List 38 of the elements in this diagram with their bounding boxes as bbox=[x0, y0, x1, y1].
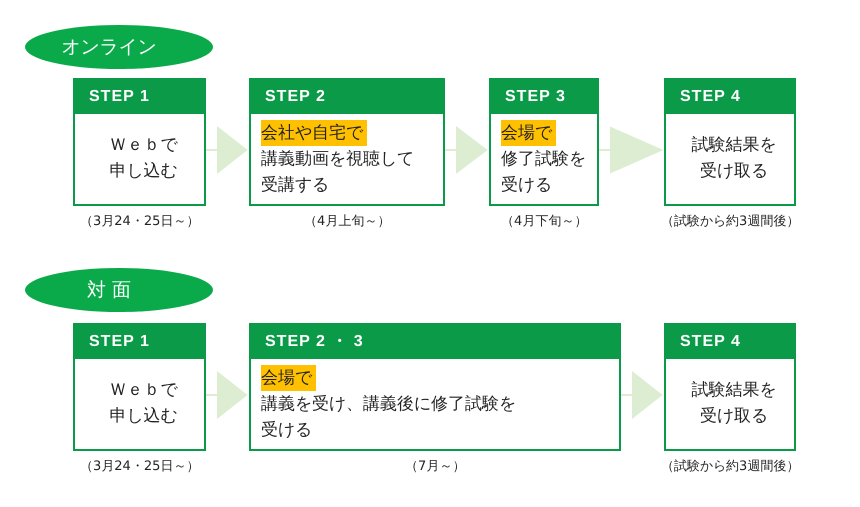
category-ellipse: オンライン bbox=[25, 25, 213, 69]
step-box bbox=[249, 78, 445, 206]
step-header: STEP 4 bbox=[666, 80, 794, 114]
highlighted-text: 会場で bbox=[261, 365, 316, 391]
highlighted-text: 会場で bbox=[501, 120, 556, 146]
step-box bbox=[73, 323, 206, 451]
chevron-arrow bbox=[205, 127, 248, 173]
chevron-arrow bbox=[620, 372, 663, 418]
date-note: （4月下旬～） bbox=[501, 213, 588, 230]
step-text: 試験結果を受け取る bbox=[690, 134, 778, 183]
step-header: STEP 1 bbox=[75, 325, 204, 359]
step-header: STEP 3 bbox=[491, 80, 597, 114]
step-text: 修了試験を受ける bbox=[501, 148, 587, 197]
step-header: STEP 4 bbox=[666, 325, 794, 359]
step-box bbox=[249, 323, 621, 451]
step-header: STEP 2 bbox=[251, 80, 443, 114]
step-text: Ｗｅｂで申し込む bbox=[108, 379, 179, 428]
highlighted-text: 会社や自宅で bbox=[261, 120, 367, 146]
step-text: 講義を受け、講義後に修了試験を受ける bbox=[261, 393, 517, 442]
date-note: （3月24・25日～） bbox=[80, 458, 200, 475]
step-header: STEP 1 bbox=[75, 80, 204, 114]
category-ellipse: 対 面 bbox=[25, 268, 213, 312]
step-header: STEP 2 ・ 3 bbox=[251, 325, 619, 359]
date-note: （7月～） bbox=[405, 458, 466, 475]
step-box bbox=[664, 78, 796, 206]
chevron-arrow bbox=[444, 127, 488, 173]
step-text: 試験結果を受け取る bbox=[690, 379, 778, 428]
step-text: 講義動画を視聴して受講する bbox=[261, 148, 415, 197]
date-note: （4月上旬～） bbox=[304, 213, 390, 230]
date-note: （3月24・25日～） bbox=[80, 213, 200, 230]
chevron-arrow bbox=[598, 127, 664, 173]
step-box bbox=[664, 323, 796, 451]
date-note: （試験から約3週間後） bbox=[661, 458, 800, 475]
step-text: Ｗｅｂで申し込む bbox=[108, 134, 179, 183]
date-note: （試験から約3週間後） bbox=[661, 213, 800, 230]
chevron-arrow bbox=[205, 372, 248, 418]
step-box bbox=[489, 78, 599, 206]
step-box bbox=[73, 78, 206, 206]
